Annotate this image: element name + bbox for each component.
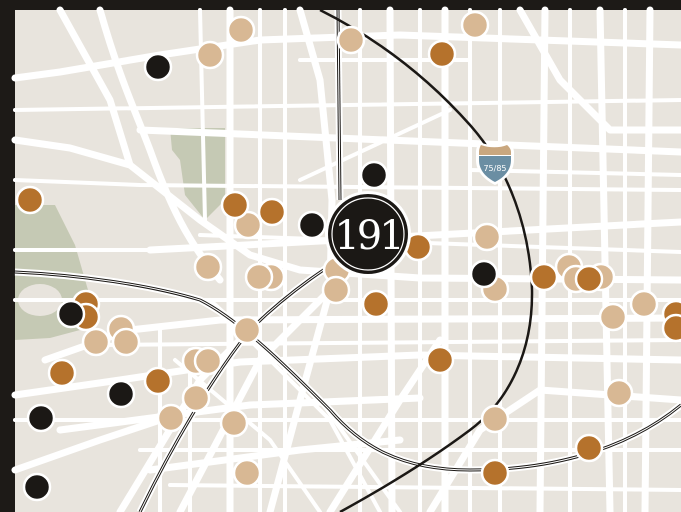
location-marker[interactable] [361,289,391,319]
location-marker[interactable] [629,289,659,319]
location-marker[interactable] [661,313,681,343]
location-marker[interactable] [359,160,389,190]
location-marker[interactable] [47,358,77,388]
location-marker[interactable] [143,366,173,396]
location-marker[interactable] [604,378,634,408]
location-marker[interactable] [56,299,86,329]
location-marker[interactable] [480,404,510,434]
location-marker[interactable] [26,403,56,433]
location-marker[interactable] [460,10,490,40]
location-marker[interactable] [574,433,604,463]
logo-number: 191 [334,213,401,259]
location-marker[interactable] [257,197,287,227]
location-marker[interactable] [106,379,136,409]
location-marker[interactable] [143,52,173,82]
location-marker[interactable] [574,264,604,294]
location-marker[interactable] [181,383,211,413]
location-marker[interactable] [111,327,141,357]
location-marker[interactable] [425,345,455,375]
location-marker[interactable] [469,259,499,289]
location-marker[interactable] [195,40,225,70]
building-191-logo[interactable]: 191 [325,191,411,277]
location-marker[interactable] [22,472,52,502]
location-marker[interactable] [220,190,250,220]
location-marker[interactable] [336,25,366,55]
location-marker[interactable] [480,458,510,488]
interstate-shield-icon: 75/85 [476,142,514,185]
location-marker[interactable] [244,262,274,292]
location-marker[interactable] [193,252,223,282]
location-marker[interactable] [156,403,186,433]
location-marker[interactable] [15,185,45,215]
location-marker[interactable] [427,39,457,69]
location-marker[interactable] [232,315,262,345]
park-area [170,128,225,220]
shield-label: 75/85 [483,164,506,173]
location-marker[interactable] [598,302,628,332]
location-marker[interactable] [232,458,262,488]
location-marker[interactable] [472,222,502,252]
location-marker[interactable] [529,262,559,292]
location-marker[interactable] [233,210,263,240]
location-markers[interactable] [15,10,681,502]
location-marker[interactable] [81,327,111,357]
interstate-route [319,8,534,512]
location-marker[interactable] [219,408,249,438]
location-marker[interactable] [226,15,256,45]
location-marker[interactable] [193,346,223,376]
location-marker[interactable] [297,210,327,240]
location-marker[interactable] [321,275,351,305]
